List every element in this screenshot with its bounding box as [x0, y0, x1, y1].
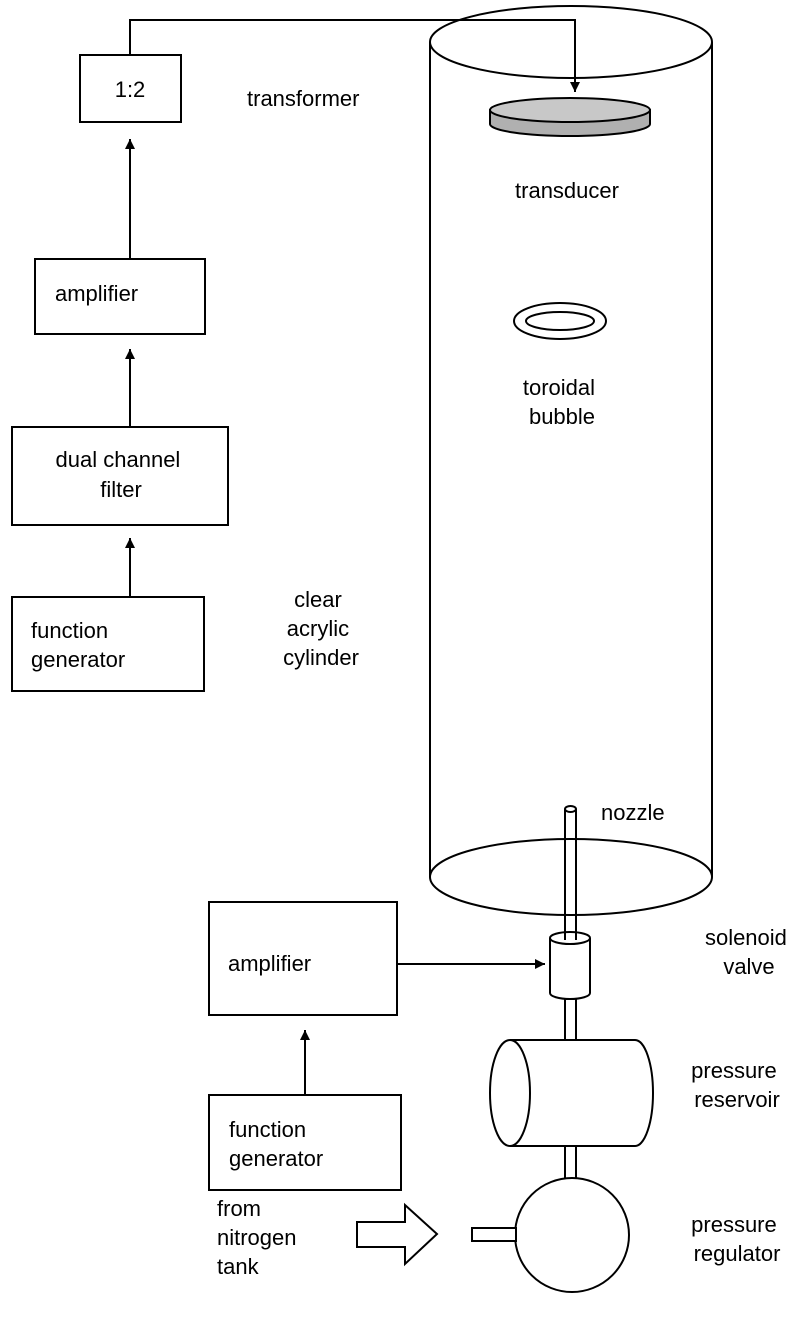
- transducer-disc: [489, 97, 651, 137]
- function-generator-bottom-label: function generator: [229, 1117, 323, 1171]
- cylinder-label: clear acrylic cylinder: [283, 587, 359, 670]
- nozzle-and-pipes: [471, 805, 654, 1293]
- function-generator-top-box: [11, 596, 205, 692]
- nitrogen-source-label: from nitrogen tank: [217, 1196, 303, 1279]
- transformer-ratio-label: 1:2: [115, 77, 146, 102]
- pressure-regulator-label: pressure regulator: [691, 1212, 783, 1266]
- pressure-reservoir-label: pressure reservoir: [691, 1058, 783, 1112]
- filter-box: [11, 426, 229, 526]
- nitrogen-inlet-arrow: [356, 1202, 439, 1267]
- function-generator-bottom-box: [208, 1094, 402, 1191]
- function-generator-top-label: function generator: [31, 618, 125, 672]
- amplifier-top-label: amplifier: [55, 281, 138, 306]
- toroidal-bubble-label: toroidal bubble: [523, 375, 601, 429]
- toroidal-bubble-shape: [513, 302, 607, 340]
- nozzle-label: nozzle: [601, 800, 665, 825]
- amplifier-bottom-box: [208, 901, 398, 1016]
- amplifier-top-box: [34, 258, 206, 335]
- transducer-label: transducer: [515, 178, 619, 203]
- solenoid-valve-label: solenoid valve: [705, 925, 793, 979]
- amplifier-bottom-label: amplifier: [228, 951, 311, 976]
- filter-label: dual channel filter: [56, 447, 187, 502]
- signal-connections: [125, 19, 580, 1095]
- acrylic-cylinder: [429, 5, 713, 916]
- transformer-label: transformer: [247, 86, 359, 111]
